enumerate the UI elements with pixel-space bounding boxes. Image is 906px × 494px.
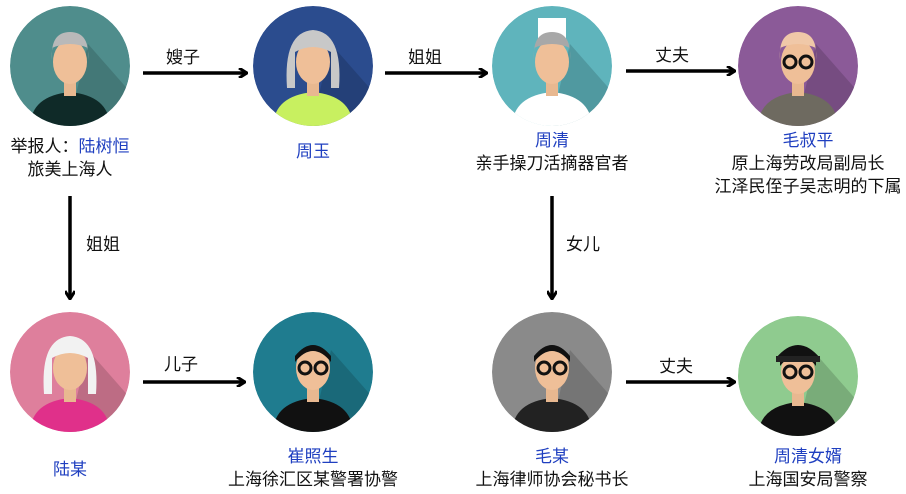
relation-label: 丈夫 [659,357,693,377]
person-name: 崔照生 [287,447,339,467]
avatar-zhouyu [251,4,375,128]
person-desc: 上海徐汇区某警署协警 [228,470,398,490]
glasses-icon [297,360,329,376]
person-desc: 上海国安局警察 [748,470,868,490]
body [30,92,110,126]
person-name: 陆某 [53,460,87,480]
person-desc: 江泽民侄子吴志明的下属 [714,177,902,197]
avatar-reporter [8,4,132,128]
body [758,92,838,126]
face [296,346,330,390]
person-desc: 原上海劳改局副局长 [731,154,885,174]
caption-maoshuping: 毛叔平 原上海劳改局副局长 江泽民侄子吴志明的下属 [715,130,902,199]
avatar-soninlaw [736,314,860,438]
relation-label: 姐姐 [86,235,120,255]
person-name: 陆树恒 [78,137,130,157]
glasses-icon [782,364,814,380]
caption-soninlaw: 周清女婿 上海国安局警察 [749,446,868,492]
avatar-lumou [8,310,132,434]
person-name: 周清 [535,131,569,151]
face [781,40,815,84]
face [296,40,330,84]
face [535,40,569,84]
face [53,40,87,84]
caption-lumou: 陆某 [53,459,87,482]
person-name: 毛叔平 [782,131,834,151]
glasses-icon [782,54,814,70]
glasses-icon [536,360,568,376]
reporter-prefix: 举报人： [10,137,79,157]
caption-cuizhaosheng: 崔照生 上海徐汇区某警署协警 [228,446,398,492]
person-name: 周玉 [296,142,330,162]
caption-zhouyu: 周玉 [296,141,330,164]
person-name: 毛某 [535,447,569,467]
person-name: 周清女婿 [774,447,842,467]
relation-label: 丈夫 [655,46,689,66]
body [512,398,592,432]
face [535,346,569,390]
body [512,92,592,126]
caption-reporter: 举报人：陆树恒 旅美上海人 [11,136,130,182]
avatar-maomou [490,310,614,434]
body [30,398,110,432]
avatar-cuizhaosheng [251,310,375,434]
relation-label: 嫂子 [166,48,200,68]
body [273,92,353,126]
person-desc: 旅美上海人 [27,160,113,180]
caption-maomou: 毛某 上海律师协会秘书长 [476,446,629,492]
face [53,346,87,390]
person-desc: 上海律师协会秘书长 [475,470,629,490]
body [758,402,838,436]
relation-label: 女儿 [566,235,600,255]
person-desc: 亲手操刀活摘器官者 [475,154,629,174]
avatar-maoshuping [736,4,860,128]
relation-label: 姐姐 [408,48,442,68]
body [273,398,353,432]
avatar-zhouqing [490,4,614,128]
caption-zhouqing: 周清 亲手操刀活摘器官者 [476,130,629,176]
relation-label: 儿子 [164,355,198,375]
